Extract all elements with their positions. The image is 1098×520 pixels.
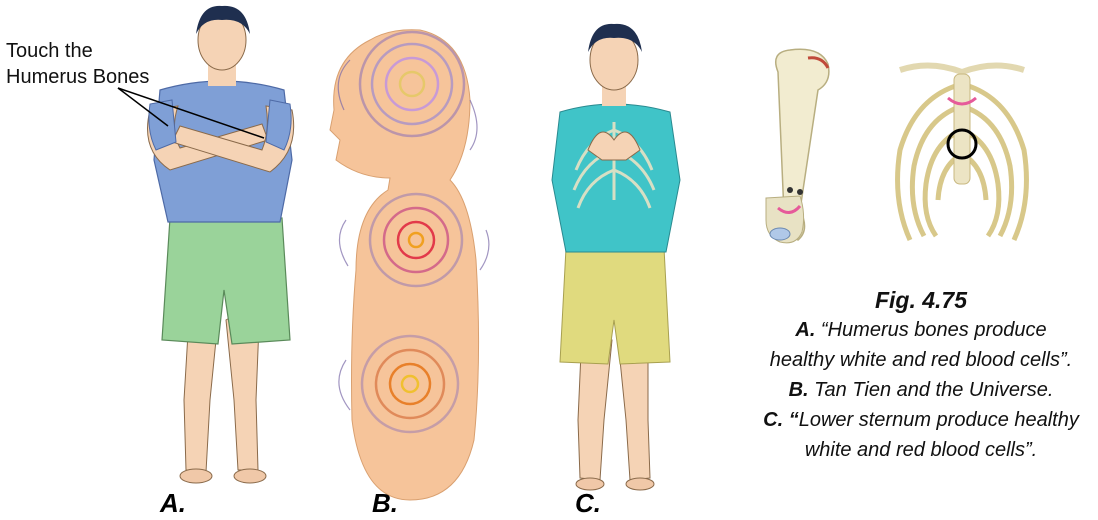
caption-line-b: B. Tan Tien and the Universe. xyxy=(745,375,1097,405)
caption-c-text1: Lower sternum produce healthy xyxy=(799,409,1079,431)
callout-touch-humerus: Touch the Humerus Bones xyxy=(6,38,149,90)
caption-b-text: Tan Tien and the Universe. xyxy=(809,379,1054,401)
humerus-bone-illustration xyxy=(766,49,829,243)
caption-c-label: C. “ xyxy=(763,409,799,431)
panel-label-b: B. xyxy=(372,488,398,519)
panel-label-c: C. xyxy=(575,488,601,519)
callout-line-2: Humerus Bones xyxy=(6,64,149,90)
tan-tien-universe-illustration xyxy=(330,30,489,500)
callout-line-1: Touch the xyxy=(6,38,149,64)
caption-line-a1: A. “Humerus bones produce xyxy=(745,315,1097,345)
caption-a-label: A. xyxy=(795,319,815,341)
figure-caption: Fig. 4.75 A. “Humerus bones produce heal… xyxy=(745,285,1097,465)
caption-b-label: B. xyxy=(789,379,809,401)
caption-a-text2: healthy white and red blood cells”. xyxy=(745,345,1097,375)
man-touching-sternum-illustration xyxy=(552,24,680,490)
rib-cage-illustration xyxy=(898,65,1027,240)
caption-c-text2: white and red blood cells”. xyxy=(745,435,1097,465)
caption-line-c1: C. “Lower sternum produce healthy xyxy=(745,405,1097,435)
figure-number: Fig. 4.75 xyxy=(745,285,1097,315)
caption-a-text1: “Humerus bones produce xyxy=(815,319,1046,341)
panel-label-a: A. xyxy=(160,488,186,519)
